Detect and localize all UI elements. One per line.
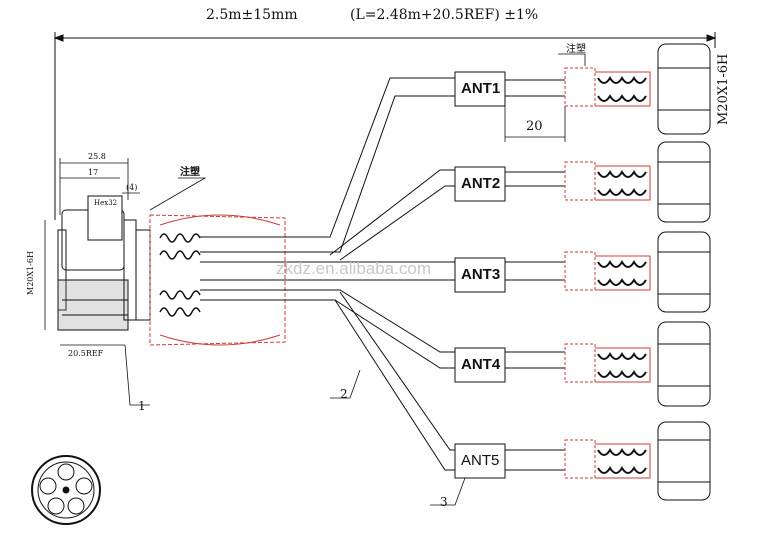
callout-3: 3 bbox=[440, 495, 448, 509]
left-overmold bbox=[149, 214, 286, 346]
cables bbox=[200, 77, 565, 471]
dim-25-8-label: 25.8 bbox=[88, 152, 106, 161]
callout-2: 2 bbox=[340, 387, 348, 401]
overall-dimension bbox=[53, 32, 717, 220]
dim-20-5ref-label: 20.5REF bbox=[68, 349, 104, 358]
callout-1: 1 bbox=[138, 399, 146, 413]
dim-20-lines bbox=[504, 106, 566, 142]
left-dimensions bbox=[44, 158, 140, 346]
note-injection-right: 注塑 bbox=[566, 44, 586, 55]
title-dimension: 2.5m±15mm bbox=[206, 7, 298, 23]
dim-17-label: 17 bbox=[88, 168, 99, 177]
right-connectors bbox=[564, 43, 711, 501]
ant5-label: ANT5 bbox=[461, 452, 500, 469]
watermark: zkdz.en.alibaba.com bbox=[276, 259, 431, 278]
left-springs bbox=[159, 233, 201, 317]
pin-face-view bbox=[31, 455, 101, 525]
callout-leaders bbox=[124, 53, 586, 506]
dim-4-label: (4) bbox=[126, 183, 138, 192]
title-length-note: (L=2.48m+20.5REF) ±1% bbox=[350, 7, 539, 23]
thread-spec-left: M20X1-6H bbox=[26, 251, 35, 295]
ant2-label: ANT2 bbox=[461, 175, 501, 192]
dim-20-label: 20 bbox=[526, 119, 543, 134]
antenna-boxes bbox=[454, 71, 506, 479]
note-injection-left: 注塑 bbox=[180, 167, 200, 178]
left-connector bbox=[57, 195, 151, 331]
ant1-label: ANT1 bbox=[461, 80, 501, 97]
ant3-label: ANT3 bbox=[461, 266, 501, 283]
dim-hex-label: Hex32 bbox=[94, 199, 118, 207]
thread-spec-right: M20X1-6H bbox=[716, 53, 731, 125]
ant4-label: ANT4 bbox=[461, 356, 501, 373]
